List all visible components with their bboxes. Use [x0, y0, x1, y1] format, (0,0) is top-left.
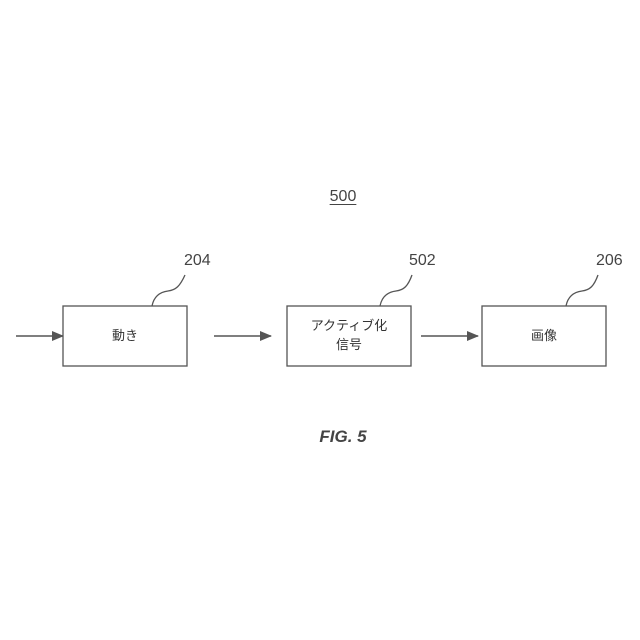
motion-ref-leader [152, 275, 185, 306]
motion-ref-number: 204 [184, 252, 211, 270]
activation-signal-label-line1: アクティブ化 [311, 317, 388, 336]
image-label: 画像 [482, 306, 606, 366]
image-ref-number: 206 [596, 252, 623, 270]
activation-signal-label: アクティブ化 信号 [287, 306, 411, 366]
figure-caption: FIG. 5 [0, 427, 640, 447]
motion-label-text: 動き [112, 327, 138, 346]
image-label-text: 画像 [531, 327, 557, 346]
activation-ref-leader [380, 275, 412, 306]
activation-ref-number: 502 [409, 252, 436, 270]
image-ref-leader [566, 275, 598, 306]
figure-number: 500 [0, 188, 640, 206]
motion-label: 動き [63, 306, 187, 366]
activation-signal-label-line2: 信号 [336, 336, 362, 355]
